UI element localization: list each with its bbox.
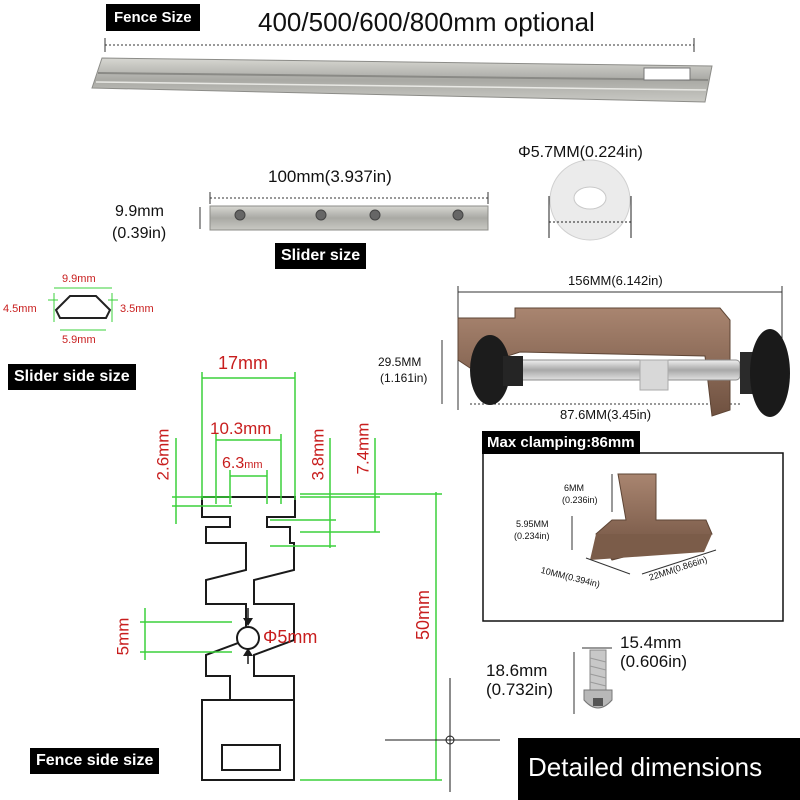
dim-5mm-label: 5mm bbox=[113, 617, 133, 656]
clamp-height-in-label: (1.161in) bbox=[380, 371, 428, 385]
dim-phi5mm-label: Φ5mm bbox=[263, 627, 318, 647]
slider-side-left-label: 4.5mm bbox=[3, 303, 37, 315]
detailed-dimensions-label: Detailed dimensions bbox=[528, 752, 763, 782]
slider-side-profile bbox=[48, 287, 118, 331]
slider-size-tag: Slider size bbox=[275, 243, 367, 269]
detail-595-label: 5.95MM bbox=[516, 519, 549, 529]
detailed-dimensions-banner bbox=[518, 738, 800, 800]
screw-head-label: 15.4mm bbox=[620, 633, 682, 652]
dim-2-6mm-label: 2.6mm bbox=[153, 428, 173, 481]
dim-10-3mm-label: 10.3mm bbox=[210, 419, 272, 438]
fence-size-tag: Fence Size bbox=[106, 4, 200, 31]
fence-cross-section bbox=[140, 372, 500, 792]
slider-side-size-tag: Slider side size bbox=[8, 364, 136, 390]
dim-17mm-label: 17mm bbox=[218, 353, 269, 373]
clamp-rod-label: 87.6MM(3.45in) bbox=[560, 407, 652, 422]
slider-height-in-label: (0.39in) bbox=[112, 225, 167, 242]
slider-side-bottom-label: 5.9mm bbox=[62, 334, 96, 346]
slider-side-right-label: 3.5mm bbox=[120, 303, 154, 315]
slider-bar bbox=[199, 192, 489, 231]
screw-length-label: 18.6mm bbox=[486, 661, 548, 680]
dim-3-8mm-label: 3.8mm bbox=[308, 428, 328, 481]
screw-length-in-label: (0.732in) bbox=[486, 680, 554, 699]
max-clamping-tag: Max clamping:86mm bbox=[482, 431, 640, 454]
dim-7-4mm-label: 7.4mm bbox=[353, 422, 373, 475]
washer-diameter-label: Φ5.7MM(0.224in) bbox=[518, 144, 643, 161]
clamp-assembly bbox=[441, 286, 790, 417]
fence-side-size-tag: Fence side size bbox=[30, 748, 160, 774]
screw-head-in-label: (0.606in) bbox=[620, 652, 688, 671]
slider-side-top-label: 9.9mm bbox=[62, 273, 96, 285]
detail-6mm-label: 6MM bbox=[564, 483, 584, 493]
fence-rail bbox=[91, 38, 713, 103]
dim-6-3mm-label: 6.3mm bbox=[222, 455, 263, 472]
clamp-height-label: 29.5MM bbox=[378, 355, 422, 369]
dim-50mm-label: 50mm bbox=[413, 590, 433, 641]
slider-height-label: 9.9mm bbox=[115, 203, 164, 220]
fence-lengths-label: 400/500/600/800mm optional bbox=[258, 7, 595, 37]
clamp-width-label: 156MM(6.142in) bbox=[568, 273, 663, 288]
slider-length-label: 100mm(3.937in) bbox=[268, 167, 392, 186]
detail-595-in-label: (0.234in) bbox=[514, 531, 550, 541]
washer bbox=[548, 159, 632, 241]
detail-6mm-in-label: (0.236in) bbox=[562, 495, 598, 505]
detail-box bbox=[482, 452, 784, 622]
screw bbox=[573, 647, 613, 714]
